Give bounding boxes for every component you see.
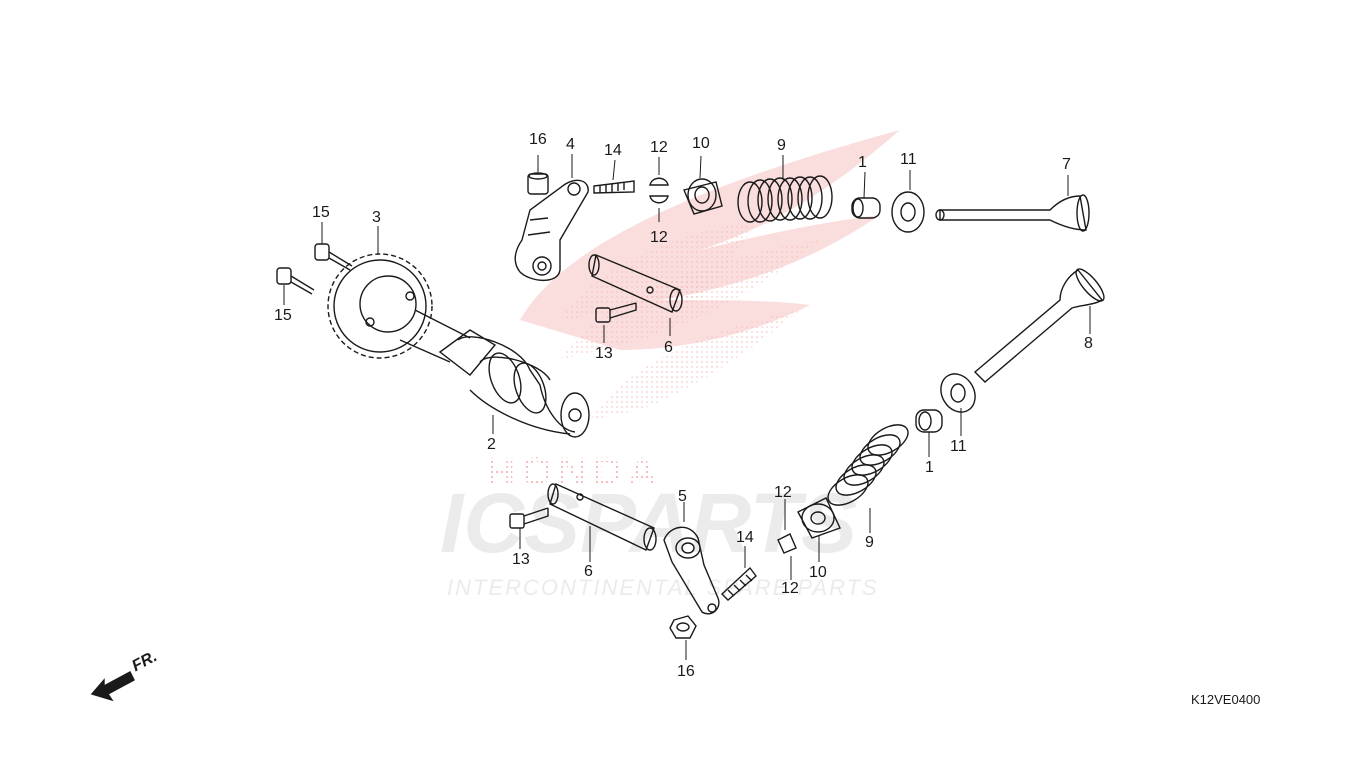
callout-14: 14: [736, 529, 754, 546]
part-6-rocker-shaft-lower: [547, 483, 657, 551]
callout-9: 9: [777, 137, 786, 154]
callout-6: 6: [664, 339, 673, 356]
part-14-adjust-screw-upper: [593, 180, 635, 194]
watermark-honda: HONDA: [486, 450, 663, 494]
callout-10: 10: [692, 135, 710, 152]
callout-12: 12: [650, 229, 668, 246]
callout-14: 14: [604, 142, 622, 159]
callout-16: 16: [677, 663, 695, 680]
part-13-bolt-lower: [509, 507, 549, 529]
callout-10: 10: [809, 564, 827, 581]
part-10-retainer-lower: [797, 497, 841, 539]
callout-12: 12: [781, 580, 799, 597]
callout-8: 8: [1084, 335, 1093, 352]
leader-lines: [283, 154, 1091, 660]
part-3-cam-sprocket: [327, 253, 433, 359]
callout-7: 7: [1062, 156, 1071, 173]
callout-13: 13: [512, 551, 530, 568]
part-12-cotter-lower: [777, 533, 797, 554]
callout-11: 11: [950, 438, 967, 455]
watermark-tagline: INTERCONTINENTAL SPARE PARTS: [447, 575, 879, 600]
part-4-rocker-arm: [514, 179, 589, 282]
callout-15: 15: [312, 204, 330, 221]
callout-13: 13: [595, 345, 613, 362]
part-9-valve-spring-upper: [737, 175, 833, 223]
part-13-bolt-upper: [595, 302, 637, 323]
part-15-bolt-lower: [276, 267, 315, 295]
callout-9: 9: [865, 534, 874, 551]
part-10-retainer-upper: [683, 178, 723, 215]
part-14-adjust-screw-lower: [720, 566, 757, 601]
callout-1: 1: [858, 154, 867, 171]
callout-15: 15: [274, 307, 292, 324]
callout-16: 16: [529, 131, 547, 148]
callout-3: 3: [372, 209, 381, 226]
callout-2: 2: [487, 436, 496, 453]
part-7-valve: [935, 194, 1090, 232]
part-12-cotter-upper: [649, 177, 669, 204]
diagram-code: K12VE0400: [1191, 692, 1261, 707]
callout-5: 5: [678, 488, 687, 505]
callout-12: 12: [774, 484, 792, 501]
part-16-nut-lower: [669, 615, 697, 639]
part-8-valve: [973, 268, 1105, 383]
callout-12: 12: [650, 139, 668, 156]
part-6-rocker-shaft-upper: [588, 254, 683, 313]
part-5-rocker-arm: [663, 526, 720, 615]
part-1-stem-seal-lower: [915, 409, 943, 433]
part-11-spring-seat-lower: [940, 373, 976, 413]
front-direction-arrow-icon: [90, 671, 135, 702]
part-16-nut-upper: [527, 172, 549, 195]
part-2-camshaft: [399, 309, 590, 438]
part-11-spring-seat-upper: [891, 191, 925, 233]
part-1-stem-seal-upper: [851, 197, 881, 219]
callout-11: 11: [900, 151, 917, 168]
callout-1: 1: [925, 459, 934, 476]
part-9-valve-spring-lower: [827, 424, 909, 506]
callout-6: 6: [584, 563, 593, 580]
part-15-bolt-upper: [314, 243, 353, 271]
callout-4: 4: [566, 136, 575, 153]
